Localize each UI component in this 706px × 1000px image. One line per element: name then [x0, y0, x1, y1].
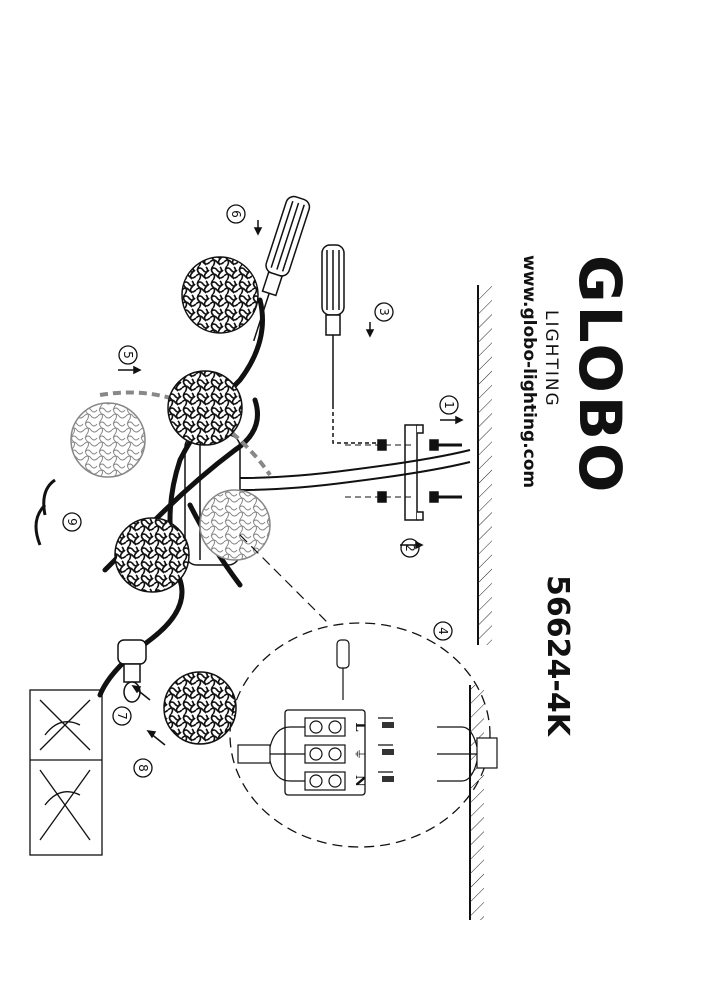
g9-bulb-icon [117, 639, 147, 703]
screwdriver-icon [253, 195, 311, 342]
terminal-neutral-label: N [352, 775, 367, 787]
sphere-shade [163, 671, 237, 745]
wire-spheres [70, 256, 271, 745]
sphere-shade [199, 489, 271, 561]
brand-block: GLOBO LIGHTING www.globo-lighting.com 56… [519, 255, 634, 738]
mounting-bracket [345, 424, 462, 521]
step-9: 9 [65, 518, 79, 526]
ceiling [469, 285, 492, 920]
terminal-earth-label: ⏚ [353, 748, 367, 760]
step-4: 4 [436, 627, 450, 635]
sphere-shade [181, 256, 259, 334]
screwdriver-icon [321, 244, 378, 444]
power-cable [239, 449, 471, 479]
step-markers [62, 204, 459, 778]
sphere-shade [114, 517, 190, 593]
step-3: 3 [377, 308, 391, 316]
warning-box [29, 689, 103, 856]
step-2: 2 [403, 544, 417, 552]
brand-url: www.globo-lighting.com [519, 255, 539, 488]
step-8: 8 [136, 764, 150, 772]
lamp-arm-ghost [99, 390, 272, 477]
sphere-shade [70, 402, 146, 478]
power-cable [239, 461, 471, 491]
terminal-live-label: L [352, 722, 367, 731]
model-number: 56624-4K [540, 575, 575, 738]
step-5: 5 [121, 351, 135, 359]
brand-logo: GLOBO [566, 255, 634, 495]
direction-arrows [34, 220, 464, 746]
step-1: 1 [442, 401, 456, 409]
brand-sub: LIGHTING [541, 310, 561, 408]
wiring-detail: L ⏚ N [229, 534, 498, 848]
step-6: 6 [229, 210, 243, 218]
sphere-shade [167, 370, 243, 446]
step-7: 7 [115, 712, 129, 720]
